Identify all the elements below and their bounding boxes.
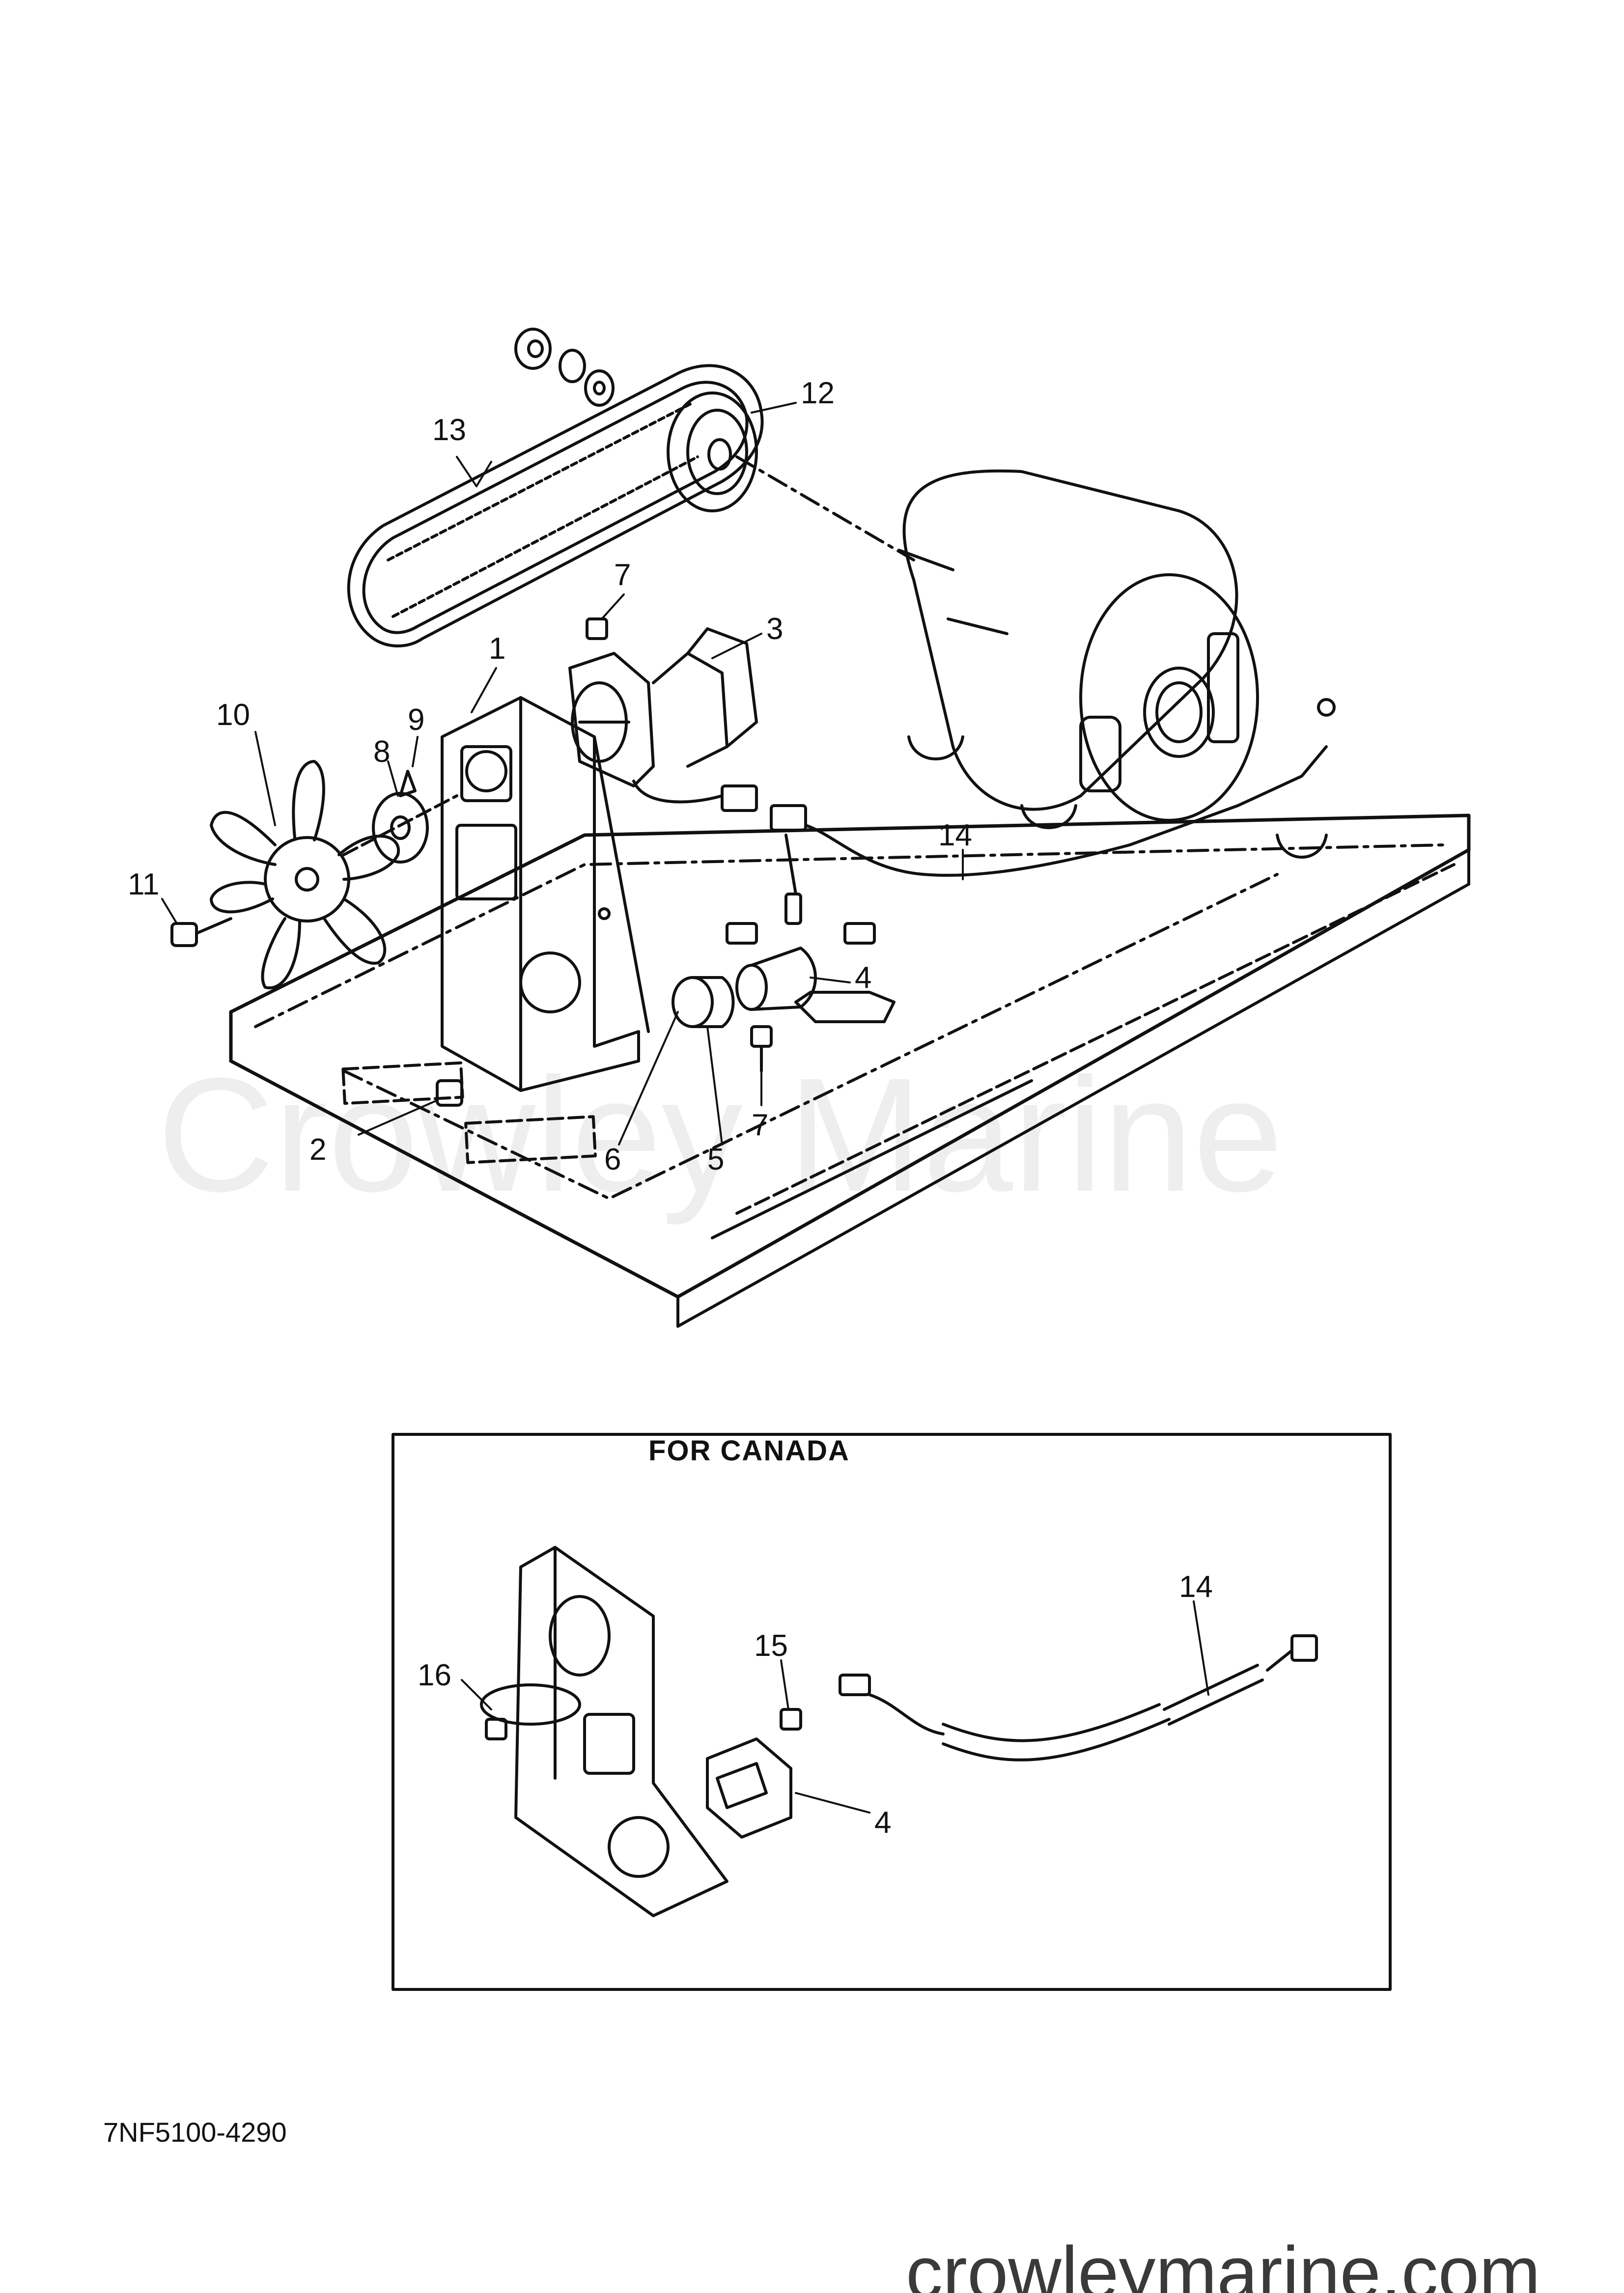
drive-belt	[347, 364, 764, 647]
diagram-part-code: 7NF5100-4290	[103, 2117, 287, 2148]
wire-harness	[632, 745, 1328, 945]
inset-horn	[706, 1737, 792, 1839]
callout-8: 8	[373, 735, 391, 769]
leader-lines	[161, 402, 964, 1146]
callout-11: 11	[128, 867, 160, 901]
bolt-7a	[586, 617, 608, 640]
site-url[interactable]: crowleymarine.com	[906, 2231, 1540, 2293]
callout-9: 9	[408, 703, 425, 737]
callout-3: 3	[766, 612, 784, 646]
pulley	[667, 391, 758, 512]
horn	[735, 947, 817, 1011]
bolt-11	[170, 917, 232, 947]
callout-12: 12	[801, 376, 835, 410]
callout-1: 1	[489, 632, 506, 666]
inset-harness	[780, 1634, 1318, 1762]
drain-plug-2	[436, 1079, 463, 1107]
fuse-holder	[672, 976, 735, 1028]
inset-bracket	[514, 1546, 728, 1917]
callout-5: 5	[707, 1143, 725, 1176]
grease-nipple-9	[399, 770, 417, 797]
callout-6: 6	[604, 1143, 621, 1176]
horn-bracket	[794, 991, 896, 1023]
pump-unit	[568, 627, 758, 787]
inset-callout-16: 16	[418, 1658, 451, 1692]
callout-7b: 7	[752, 1108, 769, 1142]
fan-hub	[342, 792, 458, 864]
bolt-7b	[750, 1025, 773, 1072]
electric-motor	[897, 469, 1336, 859]
callout-4: 4	[855, 961, 872, 995]
inset-clamp	[480, 1683, 581, 1740]
fan-bracket	[441, 696, 650, 1092]
inset-frame	[392, 1433, 1392, 1991]
callout-13: 13	[432, 413, 466, 447]
shaft-centerline	[735, 455, 915, 561]
inset-callout-15: 15	[754, 1629, 788, 1663]
nut-and-washers	[514, 328, 615, 407]
callout-10: 10	[216, 698, 250, 732]
inset-leader-lines	[461, 1600, 1209, 1814]
callout-2: 2	[309, 1133, 327, 1167]
callout-7a: 7	[614, 558, 631, 592]
inset-title: FOR CANADA	[648, 1435, 850, 1467]
inset-callout-14: 14	[1179, 1570, 1213, 1604]
inset-callout-4: 4	[874, 1806, 892, 1840]
base-plate	[229, 813, 1471, 1328]
callout-14: 14	[938, 818, 972, 852]
cooling-fan	[210, 760, 400, 990]
